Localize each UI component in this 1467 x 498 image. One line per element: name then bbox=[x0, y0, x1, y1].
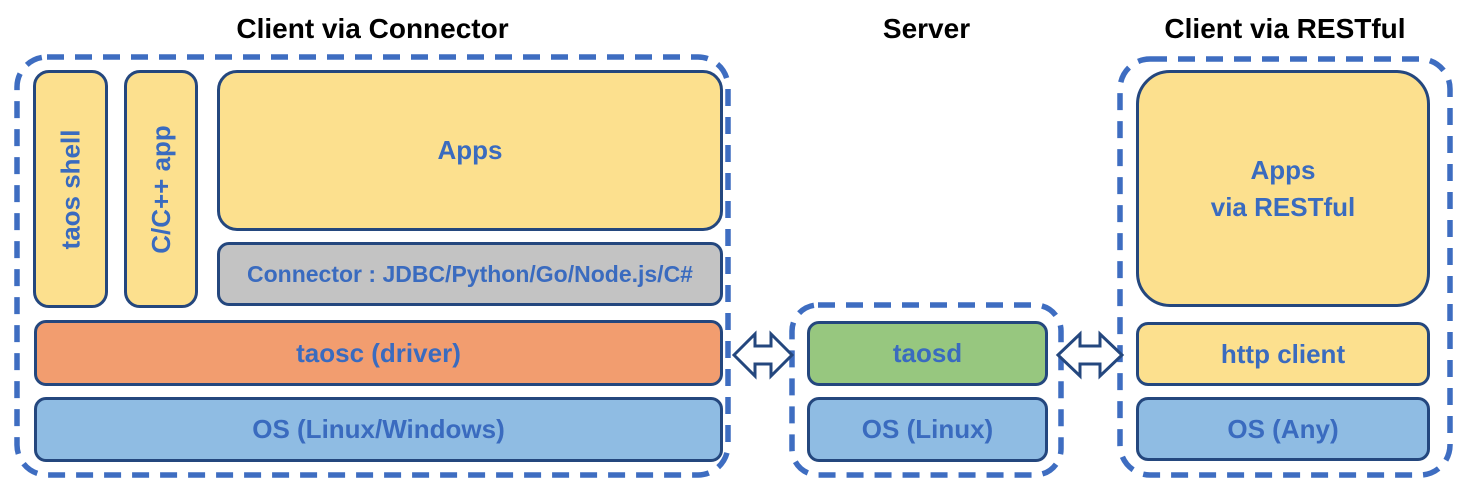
os-any-label: OS (Any) bbox=[1227, 413, 1339, 444]
os-linux-label: OS (Linux) bbox=[861, 414, 994, 444]
section-title-server: Server bbox=[882, 13, 971, 44]
double-arrow-icon-right bbox=[1055, 330, 1125, 380]
box-os-linux: OS (Linux) bbox=[807, 397, 1048, 462]
box-os-any: OS (Any) bbox=[1136, 397, 1430, 461]
box-c-cpp-app: C/C++ app bbox=[124, 70, 198, 308]
apps-label: Apps bbox=[437, 135, 503, 165]
box-os-linux-windows: OS (Linux/Windows) bbox=[34, 397, 723, 462]
apps-via-restful-label-line1: Apps bbox=[1250, 155, 1316, 186]
client-restful-container bbox=[1117, 56, 1453, 478]
double-arrow-icon-left bbox=[731, 330, 795, 380]
taos-shell-label: taos shell bbox=[55, 129, 85, 249]
section-title-client-restful: Client via RESTful bbox=[1164, 13, 1406, 44]
box-taosd: taosd bbox=[807, 321, 1048, 386]
box-taos-shell: taos shell bbox=[33, 70, 108, 308]
c-cpp-app-label: C/C++ app bbox=[145, 124, 176, 254]
connector-label: Connector : JDBC/Python/Go/Node.js/C# bbox=[247, 260, 693, 287]
box-http-client: http client bbox=[1136, 322, 1430, 386]
os-linux-windows-label: OS (Linux/Windows) bbox=[252, 414, 505, 444]
box-connector: Connector : JDBC/Python/Go/Node.js/C# bbox=[217, 242, 723, 306]
client-connector-container bbox=[14, 54, 731, 478]
taosc-driver-label: taosc (driver) bbox=[296, 337, 461, 368]
server-container bbox=[789, 302, 1064, 478]
apps-via-restful-label-line2: via RESTful bbox=[1210, 191, 1356, 222]
box-apps: Apps bbox=[217, 70, 723, 231]
box-taosc-driver: taosc (driver) bbox=[34, 320, 723, 386]
section-title-client-connector: Client via Connector bbox=[236, 13, 509, 44]
taosd-label: taosd bbox=[892, 338, 963, 368]
http-client-label: http client bbox=[1220, 338, 1346, 369]
box-apps-via-restful: Apps via RESTful bbox=[1136, 70, 1430, 307]
